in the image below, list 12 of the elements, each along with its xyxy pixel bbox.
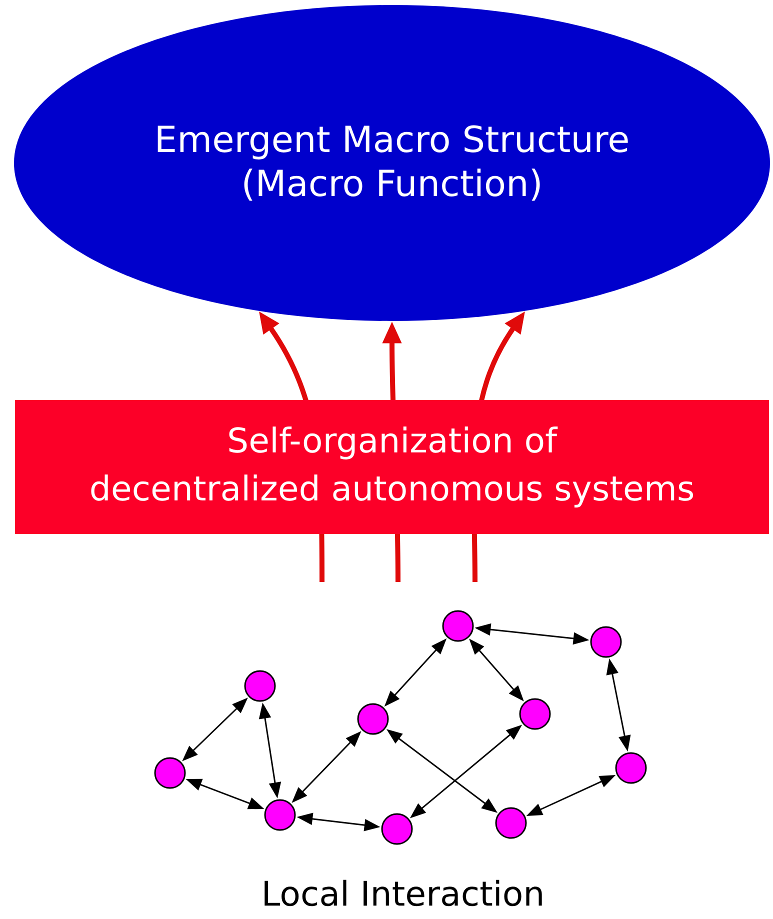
network-node (244, 670, 276, 702)
caption: Local Interaction (264, 880, 542, 906)
network-node (264, 799, 296, 831)
network-node (442, 610, 474, 642)
network-node (519, 698, 551, 730)
network-node (154, 757, 186, 789)
banner-box: Self-organization of decentralized autonomous systems (15, 400, 769, 534)
network-node (495, 807, 527, 839)
network-node (381, 813, 413, 845)
network-node (615, 752, 647, 784)
network-node (357, 703, 389, 735)
network-node (590, 626, 622, 658)
